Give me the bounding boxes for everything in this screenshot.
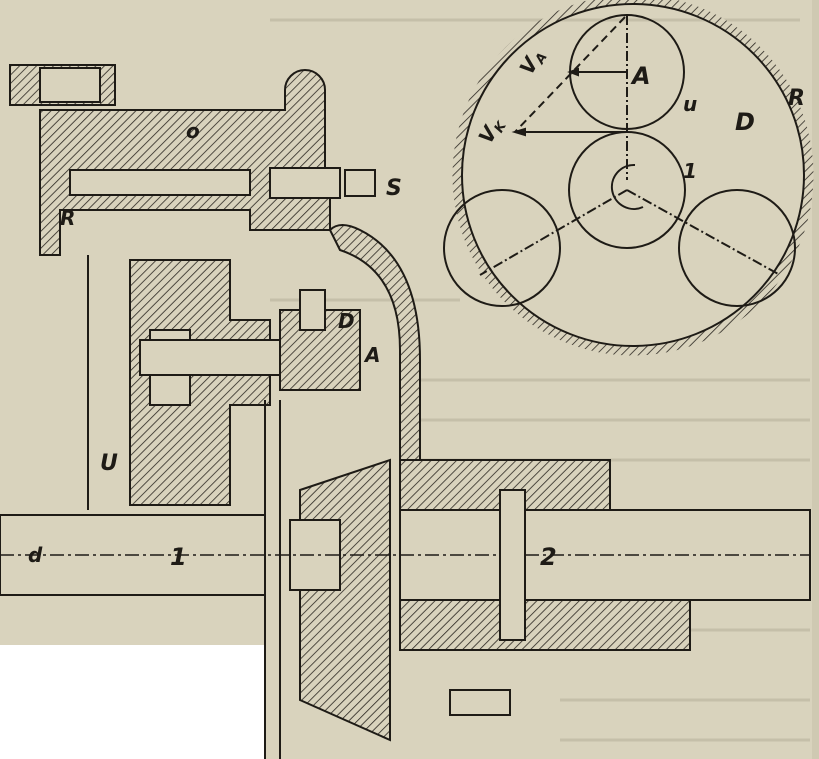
label-r: R bbox=[60, 206, 75, 230]
pulley bbox=[129, 259, 271, 506]
label-u: u bbox=[683, 92, 697, 116]
upper-housing bbox=[39, 69, 331, 256]
bolt-s bbox=[344, 169, 376, 197]
label-shaft-2: 2 bbox=[540, 543, 557, 571]
label-shaft-1: 1 bbox=[170, 543, 187, 571]
label-s: S bbox=[386, 176, 402, 201]
label-a: A bbox=[363, 343, 380, 367]
curved-frame bbox=[328, 224, 461, 481]
label-r-gear: R bbox=[788, 86, 805, 111]
housing-ring bbox=[452, 0, 814, 356]
label-d-gear: D bbox=[735, 108, 755, 136]
label-d-shaft: d bbox=[28, 543, 43, 567]
label-a-gear: A bbox=[630, 62, 651, 90]
gear-train-diagram bbox=[443, 0, 814, 356]
assembly-labels: o S R D A U d 1 2 bbox=[28, 119, 557, 571]
assembly-section bbox=[0, 64, 811, 759]
planet-gear-right bbox=[678, 189, 796, 307]
planet-gear-left bbox=[443, 189, 561, 307]
label-u-assembly: U bbox=[100, 451, 118, 476]
label-o: o bbox=[186, 119, 200, 143]
label-gear-1: 1 bbox=[683, 159, 697, 183]
label-d-upper: D bbox=[338, 309, 355, 333]
blank-corner bbox=[0, 645, 265, 759]
rotation-arrow-icon bbox=[610, 163, 644, 210]
